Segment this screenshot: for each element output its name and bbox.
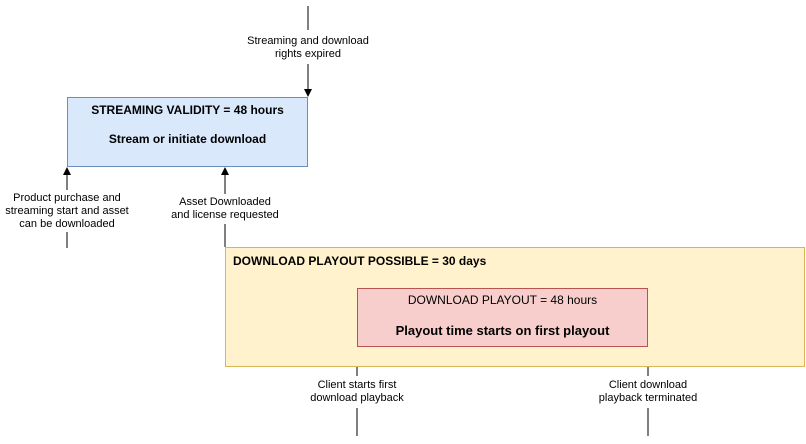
label-line: Product purchase and [13,192,121,204]
label-line: download playback [310,392,404,404]
label-line: Client download [608,379,688,391]
download-playout-possible-title: DOWNLOAD PLAYOUT POSSIBLE = 30 days [233,254,487,268]
purchase-label: Product purchase and streaming start and… [2,192,132,231]
downloaded-label: Asset Downloaded and license requested [160,196,290,222]
download-playout-subtitle: Playout time starts on first playout [395,323,610,338]
label-line: and license requested [171,209,279,221]
streaming-validity-title: STREAMING VALIDITY = 48 hours [91,103,284,117]
label-line: Asset Downloaded [179,196,271,208]
download-playout-box [357,288,648,347]
streaming-validity-subtitle: Stream or initiate download [108,132,267,146]
label-line: can be downloaded [19,218,115,230]
label-line: Streaming and download [247,35,369,47]
label-line: Client starts first [317,379,397,391]
streaming-validity-box [67,97,308,167]
label-line: streaming start and asset [5,205,129,217]
first-playback-label: Client starts first download playback [297,379,417,405]
label-line: rights expired [274,48,342,60]
rights-expired-label: Streaming and download rights expired [228,35,388,61]
download-playout-title: DOWNLOAD PLAYOUT = 48 hours [407,293,598,307]
playback-terminated-label: Client download playback terminated [588,379,708,405]
label-line: playback terminated [598,392,698,404]
